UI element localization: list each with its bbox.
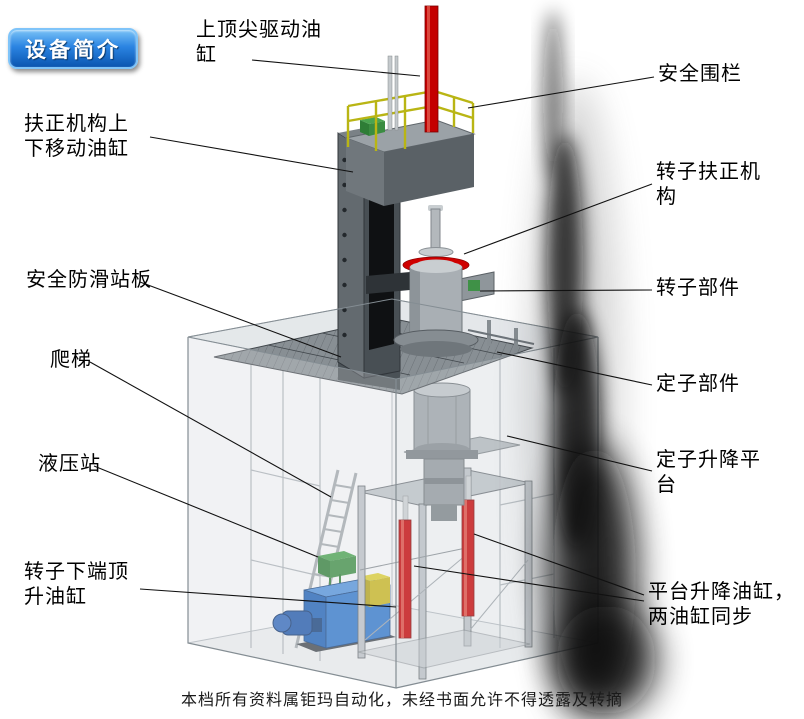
leader-rotor-part bbox=[479, 289, 653, 292]
label-stator-lift-platform: 定子升降平台 bbox=[656, 449, 761, 496]
leader-safety-fence bbox=[467, 76, 655, 109]
leader-hydraulic-station bbox=[93, 465, 319, 558]
leader-lines bbox=[89, 59, 655, 608]
leader-top-drive-cylinder bbox=[251, 59, 421, 77]
platform-lift-cylinders-red bbox=[398, 475, 475, 639]
title-badge: 设备简介 bbox=[8, 28, 138, 69]
label-ladder: 爬梯 bbox=[50, 349, 92, 371]
label-safety-fence: 安全围栏 bbox=[658, 63, 742, 85]
leader-rotor-bottom-jack bbox=[139, 588, 397, 608]
label-rotor-bottom-jack: 转子下端顶升油缸 bbox=[24, 561, 129, 608]
label-stator-part: 定子部件 bbox=[656, 373, 740, 395]
label-top-drive-cylinder: 上顶尖驱动油缸 bbox=[196, 19, 322, 66]
top-drive-cylinder-red bbox=[387, 5, 439, 133]
label-centering-move-cylinder: 扶正机构上下移动油缸 bbox=[24, 113, 129, 160]
leader-anti-slip-board bbox=[139, 281, 342, 358]
leader-platform-cylinder-2 bbox=[413, 565, 645, 602]
stator-assembly bbox=[406, 382, 478, 521]
title-badge-label: 设备简介 bbox=[25, 38, 121, 62]
leader-rotor-centering-mech bbox=[463, 183, 653, 255]
label-rotor-centering-mech: 转子扶正机构 bbox=[656, 161, 761, 208]
label-platform-lift-cylinders: 平台升降油缸，两油缸同步 bbox=[648, 581, 795, 628]
leader-stator-part bbox=[496, 351, 653, 386]
label-rotor-part: 转子部件 bbox=[656, 277, 740, 299]
leader-centering-move-cylinder bbox=[149, 136, 354, 173]
leader-platform-cylinder-1 bbox=[473, 533, 645, 596]
leader-stator-lift-platform bbox=[506, 435, 653, 472]
press-column bbox=[337, 117, 476, 390]
label-hydraulic-station: 液压站 bbox=[38, 453, 101, 475]
label-anti-slip-board: 安全防滑站板 bbox=[26, 269, 152, 291]
shadow-smudge bbox=[530, 10, 656, 719]
leader-ladder bbox=[89, 361, 332, 498]
footer-note: 本档所有资料属钜玛自动化，未经书面允许不得透露及转摘 bbox=[180, 692, 623, 709]
